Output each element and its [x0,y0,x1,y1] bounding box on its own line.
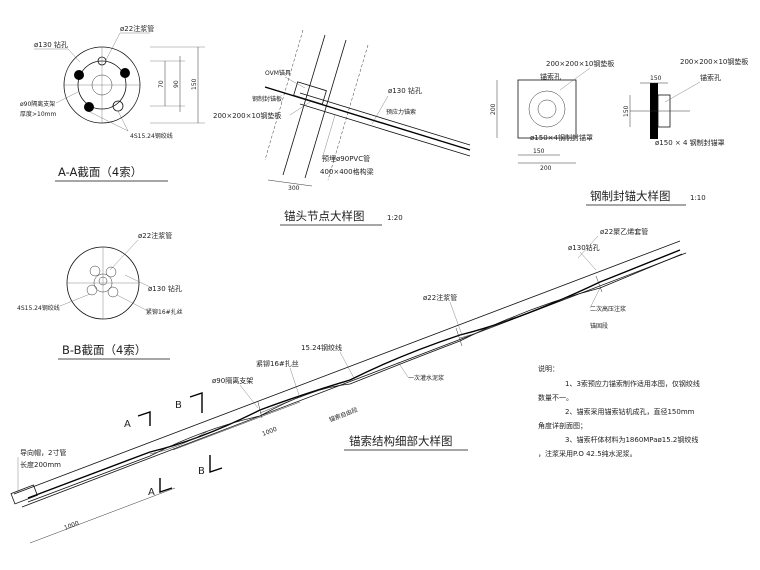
sd-plate-right-label: 200×200×10钢垫板 [680,57,748,66]
sd-dim-150top: 150 [650,75,662,82]
md-wire-label: 紧铆16#扎丝 [256,359,299,368]
aa-dim-90: 90 [173,80,180,88]
md-grout1-label: 一次灌水泥浆 [408,374,444,382]
strand-dot [84,102,94,112]
md-spacer-label: ø90隔离支架 [212,376,253,385]
md-free-seg: 锚索自由段 [328,406,359,424]
seal-detail: 200×200×10钢垫板 锚索孔 ø150×4钢制封锚罩 200 150 20… [490,57,748,206]
notes-line-5: 3、锚索杆体材料为1860MPaø15.2钢绞线 [565,435,698,444]
strand-dot [74,70,84,80]
section-aa: ø22注浆管 ø130 钻孔 ø90隔离支架 厚度>10mm 4S15.24钢绞… [20,24,205,182]
ah-pvc-label: 预埋ø90PVC管 [322,154,370,163]
section-mark-b-bottom: B [198,466,205,477]
bb-strand [105,266,117,278]
aa-spacer-label: ø90隔离支架 [20,100,55,108]
sd-scale: 1:10 [690,194,706,202]
md-title: 锚索结构细部大样图 [349,434,453,448]
notes-line-1: 1、3索预应力锚索制作适用本图，仅钢绞线 [565,379,700,388]
aa-hole-label: ø130 钻孔 [34,40,68,49]
sd-dim-200v: 200 [490,103,497,115]
aa-grout-pipe-label: ø22注浆管 [120,24,154,33]
aa-title: A-A截面（4索） [58,165,142,179]
bb-strand [107,286,119,298]
ah-title: 锚头节点大样图 [284,209,365,223]
md-hole-label: ø130钻孔 [568,243,600,252]
md-grout-pipe-label: ø22注浆管 [423,293,457,302]
sd-hole-right-label: 锚索孔 [700,73,721,82]
md-guide-cap-label: 导向帽，2寸管 [20,448,66,457]
notes-heading: 说明： [538,364,559,373]
sd-plate-left-label: 200×200×10钢垫板 [546,59,614,68]
section-mark-a-top: A [124,419,131,430]
strand-dot [120,68,130,78]
ah-dim-300: 300 [288,185,300,192]
aa-dim-150: 150 [191,78,198,90]
md-anchor-seg: 锚固段 [590,322,608,330]
bb-strand [86,284,98,296]
notes-line-2: 数量不一。 [538,393,573,402]
anchor-head-detail: OVM锚具 钢制封锚板 200×200×10钢垫板 ø130 钻孔 预应力锚索 … [213,29,471,226]
ah-ovm-label: OVM锚具 [265,69,291,77]
sd-hole-left-label: 锚索孔 [540,72,561,81]
md-dim-1000b: 1000 [63,520,80,532]
notes-line-3: 2、锚索采用锚索钻机成孔，直径150mm [565,407,695,416]
bb-hole-label: ø130 钻孔 [148,284,182,293]
sd-dim-150v: 150 [623,105,630,117]
bb-strand [89,265,101,277]
sd-title: 钢制封锚大样图 [590,189,671,203]
ah-prestress-label: 预应力锚索 [386,108,416,116]
seal-plate-plan [517,79,577,139]
bb-grout-pipe-label: ø22注浆管 [138,231,172,240]
section-mark-a-bottom: A [148,487,155,498]
ah-plate-label: 200×200×10钢垫板 [213,111,281,120]
sd-seal-right-label: ø150 × 4 钢制封锚罩 [655,138,725,147]
ah-hole-label: ø130 钻孔 [388,86,422,95]
notes-line-6: ，注浆采用P.O 42.5纯水泥浆。 [538,449,637,458]
ah-column-label: 400×400格构梁 [320,167,374,176]
sd-dim-200h: 200 [540,165,552,172]
md-pe-pipe-label: ø22聚乙烯套管 [600,227,648,236]
section-mark-b-top: B [175,400,182,411]
sd-seal-left-label: ø150×4钢制封锚罩 [530,133,593,142]
notes-line-4: 角度详剖面图； [538,421,587,430]
bb-strands-label: 4S15.24钢绞线 [17,304,60,312]
section-bb: ø22注浆管 ø130 钻孔 4S15.24钢绞线 紧铆16#扎丝 B-B截面（… [17,231,183,360]
aa-dim-70: 70 [158,80,165,88]
notes: 说明： 1、3索预应力锚索制作适用本图，仅钢绞线 数量不一。 2、锚索采用锚索钻… [538,364,700,458]
md-guide-len-label: 长度200mm [20,460,61,469]
bb-title: B-B截面（4索） [62,343,146,357]
md-dim-1000a: 1000 [261,426,278,438]
aa-strands-label: 4S15.24钢绞线 [130,132,173,140]
bb-wire-label: 紧铆16#扎丝 [146,308,183,316]
sd-dim-150h: 150 [533,148,545,155]
md-strand-label: 15.24钢绞线 [301,343,342,352]
ah-seal-plate-label: 钢制封锚板 [252,95,282,103]
md-grout2-label: 二次高压注浆 [590,305,626,313]
aa-thickness-label: 厚度>10mm [20,110,57,118]
ah-scale: 1:20 [387,214,403,222]
